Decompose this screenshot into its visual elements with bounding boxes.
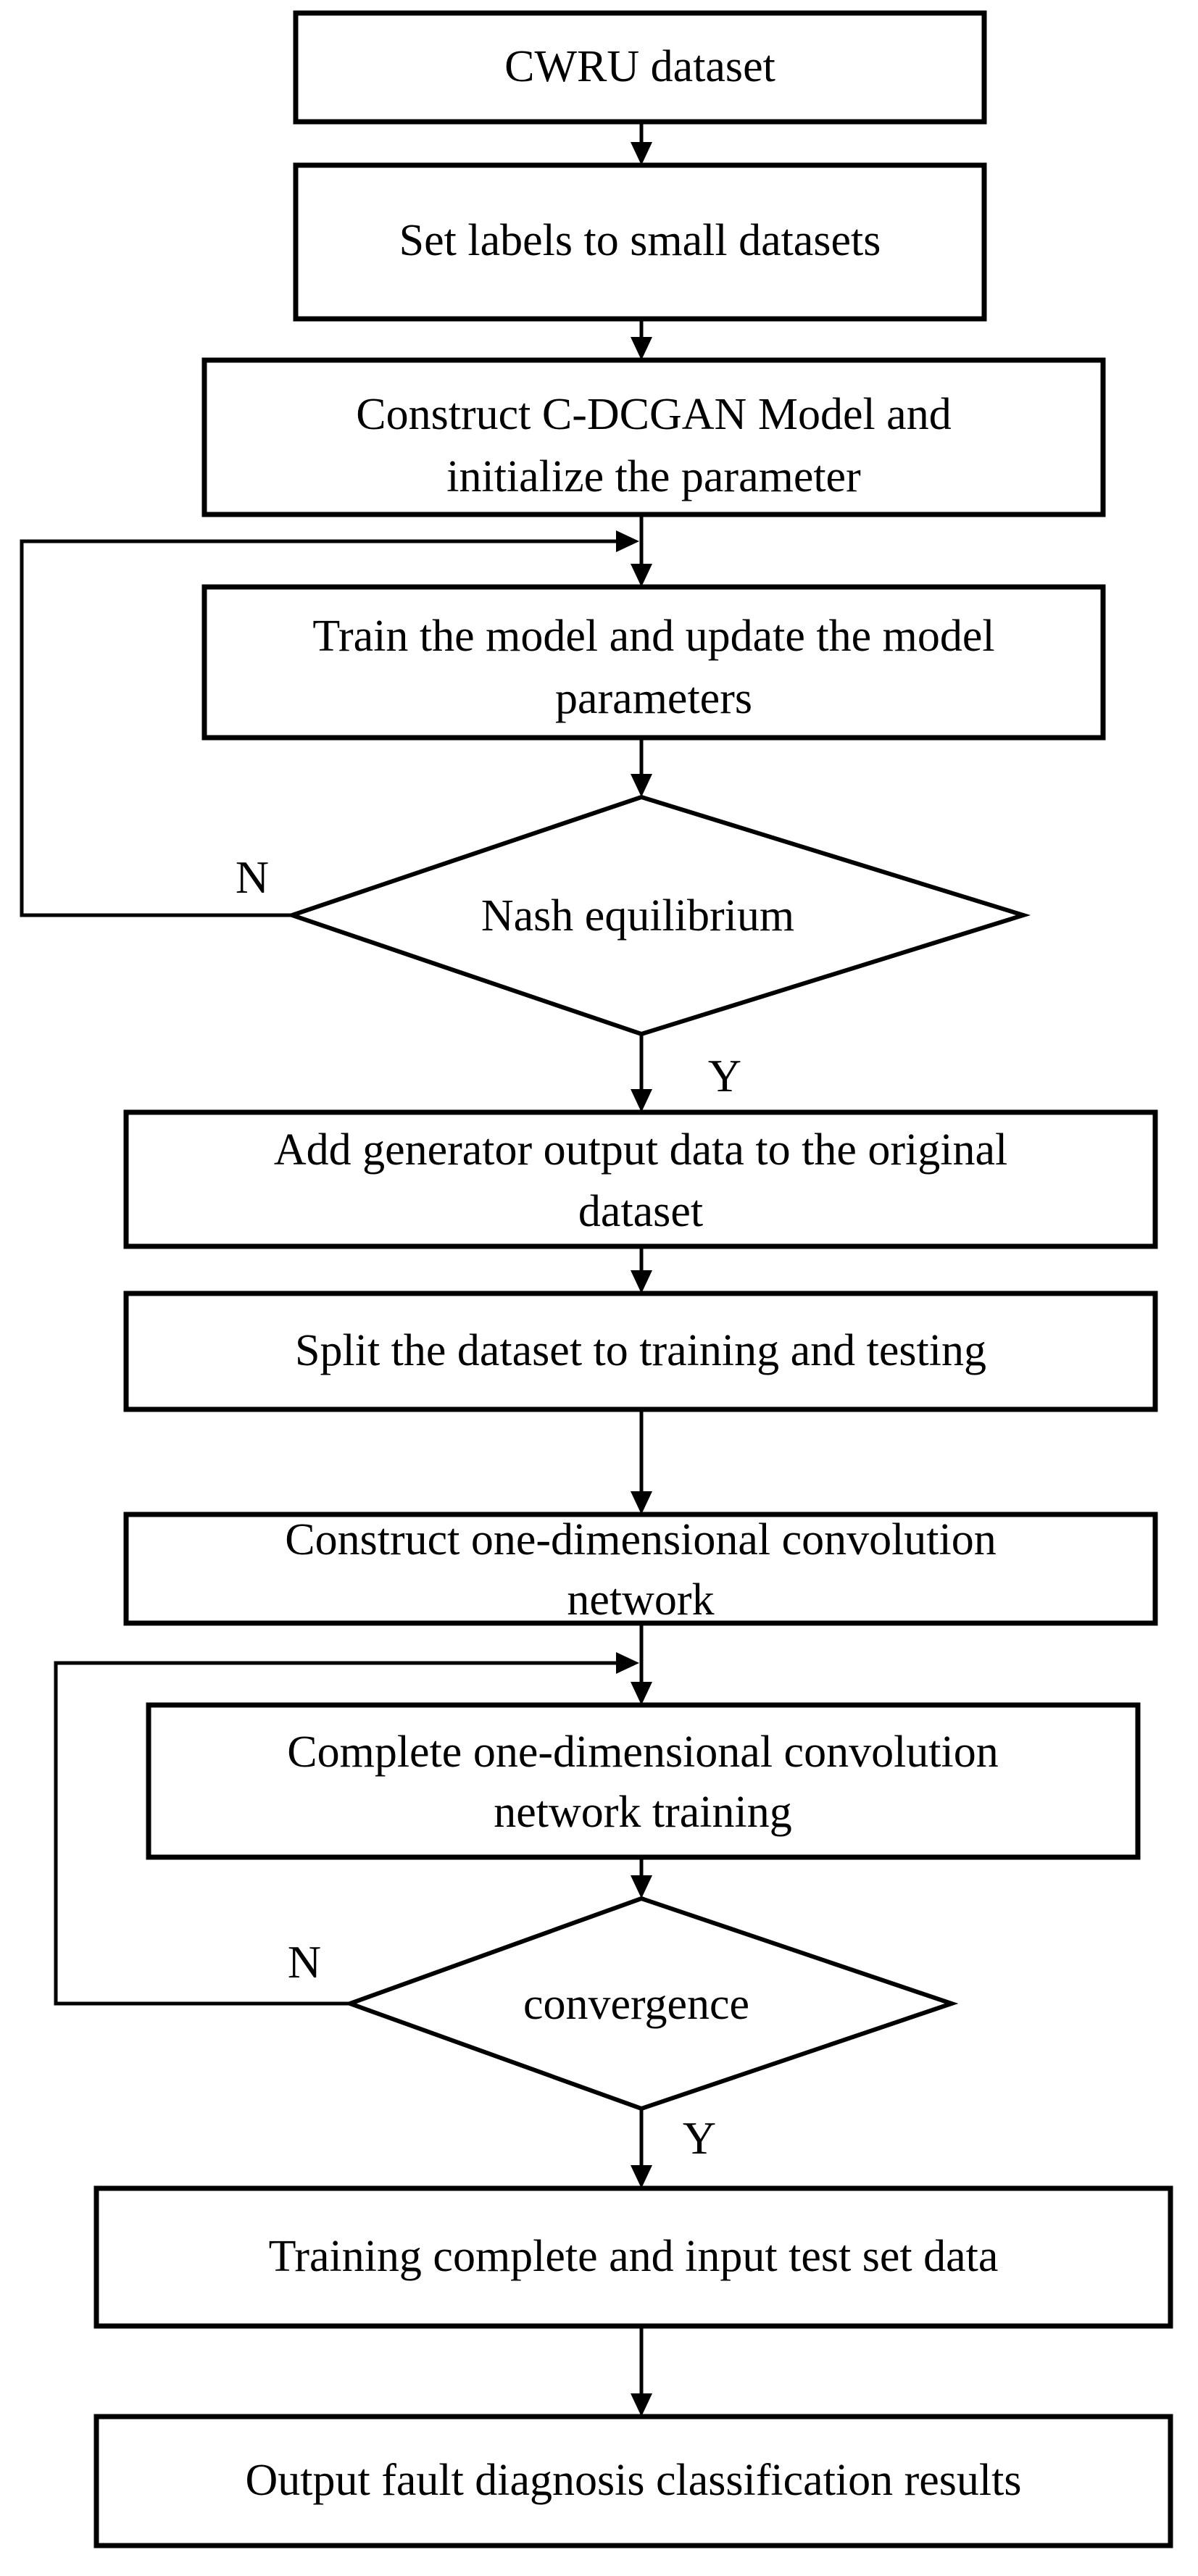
box-complete-1d-training-label-line1: Complete one-dimensional convolution xyxy=(287,1727,999,1777)
arrowhead-diamond1-box5-icon xyxy=(631,1089,652,1112)
box-add-generator-output-label-line2: dataset xyxy=(578,1187,703,1236)
node-training-complete: Training complete and input test set dat… xyxy=(93,2185,1173,2329)
box-construct-cdcgan xyxy=(201,357,1106,517)
box-train-model-label-line1: Train the model and update the model xyxy=(312,612,994,661)
arrowhead-box2-box3-icon xyxy=(631,337,652,360)
diamond-nash-equilibrium-label: Nash equilibrium xyxy=(481,891,794,941)
node-complete-1d-training: Complete one-dimensional convolution net… xyxy=(146,1702,1141,1860)
decision-convergence: convergence xyxy=(344,1896,959,2112)
arrowhead-box7-box8-icon xyxy=(631,1682,652,1705)
feedback-arrowhead-convergence-icon xyxy=(616,1652,639,1674)
arrowhead-box3-box4-icon xyxy=(631,564,652,587)
box-construct-cdcgan-label-line1: Construct C-DCGAN Model and xyxy=(356,390,951,439)
box-cwru-dataset xyxy=(293,10,987,125)
node-add-generator-output: Add generator output data to the origina… xyxy=(123,1109,1158,1249)
node-cwru-dataset: CWRU dataset xyxy=(293,10,987,125)
box-output-results xyxy=(93,2414,1173,2548)
node-output-results: Output fault diagnosis classification re… xyxy=(93,2414,1173,2548)
connectors xyxy=(631,122,652,2417)
box-set-labels xyxy=(293,162,987,322)
label-convergence-no: N xyxy=(288,1936,321,1988)
arrowhead-box6-box7-icon xyxy=(631,1491,652,1514)
arrowhead-box4-diamond1-icon xyxy=(631,774,652,797)
box-set-labels-label: Set labels to small datasets xyxy=(399,216,881,265)
box-construct-1d-network xyxy=(123,1512,1158,1626)
box-construct-1d-network-label-line2: network xyxy=(567,1575,714,1625)
label-nash-no: N xyxy=(236,851,269,903)
node-set-labels: Set labels to small datasets xyxy=(293,162,987,322)
node-construct-cdcgan: Construct C-DCGAN Model and initialize t… xyxy=(201,357,1106,517)
label-convergence-yes: Y xyxy=(683,2112,716,2164)
feedback-loop-nash xyxy=(20,530,639,917)
box-split-dataset xyxy=(123,1291,1158,1412)
box-add-generator-output xyxy=(123,1109,1158,1249)
feedback-line-nash xyxy=(20,539,616,917)
arrowhead-diamond2-box9-icon xyxy=(631,2165,652,2188)
feedback-arrowhead-nash-icon xyxy=(616,530,639,552)
box-train-model xyxy=(201,584,1106,741)
box-construct-1d-network-label-line1: Construct one-dimensional convolution xyxy=(285,1515,997,1564)
node-train-model: Train the model and update the model par… xyxy=(201,584,1106,741)
decision-nash-equilibrium: Nash equilibrium xyxy=(285,794,1031,1037)
label-nash-yes: Y xyxy=(708,1050,741,1101)
box-complete-1d-training-label-line2: network training xyxy=(494,1788,792,1837)
box-train-model-label-line2: parameters xyxy=(555,674,752,723)
box-add-generator-output-label-line1: Add generator output data to the origina… xyxy=(274,1125,1007,1175)
arrowhead-box5-box6-icon xyxy=(631,1270,652,1293)
box-complete-1d-training xyxy=(146,1702,1141,1860)
node-construct-1d-network: Construct one-dimensional convolution ne… xyxy=(123,1512,1158,1626)
feedback-loop-convergence xyxy=(54,1652,639,2006)
diamond-nash-equilibrium xyxy=(285,794,1031,1037)
box-cwru-dataset-label: CWRU dataset xyxy=(504,42,775,91)
box-construct-cdcgan-label-line2: initialize the parameter xyxy=(446,452,861,501)
diamond-convergence-label: convergence xyxy=(523,1980,749,2029)
box-split-dataset-label: Split the dataset to training and testin… xyxy=(295,1326,986,1375)
box-training-complete-label: Training complete and input test set dat… xyxy=(269,2232,999,2281)
arrowhead-box1-box2-icon xyxy=(631,142,652,165)
feedback-line-convergence xyxy=(54,1661,616,2006)
arrowhead-box8-diamond2-icon xyxy=(631,1875,652,1898)
arrowhead-box9-box10-icon xyxy=(631,2393,652,2417)
diamond-convergence xyxy=(344,1896,959,2112)
node-split-dataset: Split the dataset to training and testin… xyxy=(123,1291,1158,1412)
box-output-results-label: Output fault diagnosis classification re… xyxy=(245,2456,1021,2505)
box-training-complete xyxy=(93,2185,1173,2329)
